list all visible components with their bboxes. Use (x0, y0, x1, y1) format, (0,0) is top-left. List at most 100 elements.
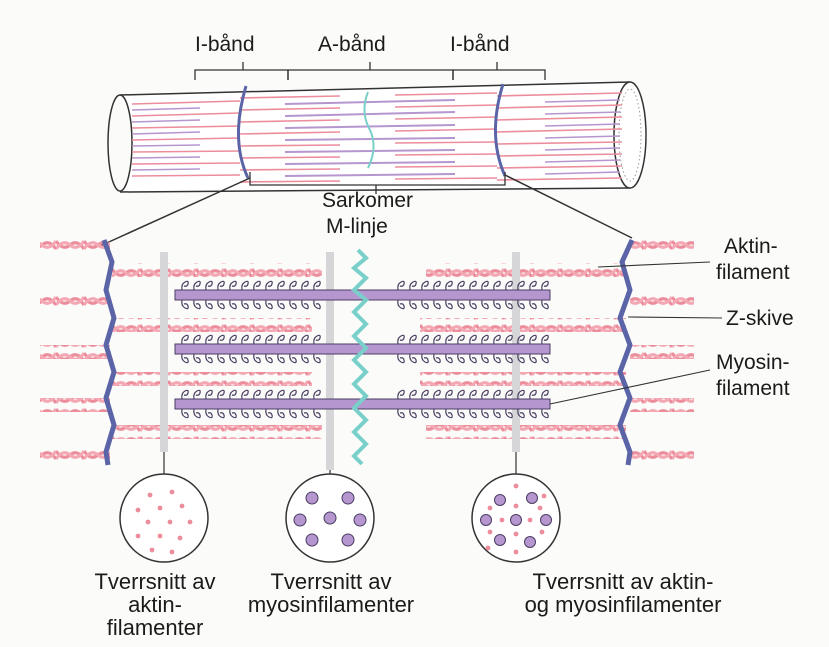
myosin-head (278, 281, 284, 290)
myosin-head (230, 335, 236, 344)
myosin-head (242, 300, 248, 309)
myosin-head (278, 335, 284, 344)
myosin-head (398, 354, 404, 363)
guide-bar-middle (326, 252, 334, 470)
myosin-head (290, 281, 296, 290)
caption-line: Tverrsnitt av (226, 570, 436, 593)
myosin-head (218, 300, 224, 309)
myosin-head (278, 354, 284, 363)
myosin-head (290, 300, 296, 309)
myosin-head (242, 409, 248, 418)
myosin-head (182, 390, 188, 399)
myosin-head (434, 335, 440, 344)
myosin-head (410, 354, 416, 363)
myosin-head (530, 409, 536, 418)
myosin-head (542, 335, 548, 344)
actin-filament (420, 372, 626, 386)
myosin-head (182, 281, 188, 290)
cross-section-myosin (286, 474, 374, 562)
myosin-head (398, 390, 404, 399)
myosin-head (458, 281, 464, 290)
a-band-label: A-bånd (318, 34, 386, 56)
myosin-head (458, 300, 464, 309)
myosin-head (254, 354, 260, 363)
actin-filament (630, 238, 694, 252)
myosin-head (494, 354, 500, 363)
myosin-head (194, 390, 200, 399)
myosin-head (458, 354, 464, 363)
myosin-head (542, 281, 548, 290)
actin-filament (112, 425, 322, 439)
myosin-head (218, 281, 224, 290)
myosin-head (206, 300, 212, 309)
actin-filament (112, 372, 312, 386)
myosin-label-line2: filament (716, 378, 790, 400)
myosin-head (302, 409, 308, 418)
myosin-head (314, 281, 320, 290)
sarcomere-label: Sarkomer (322, 190, 413, 212)
cross-section-actin-myosin (472, 474, 560, 562)
myosin-head (206, 409, 212, 418)
actin-filament (630, 292, 694, 306)
myosin-head (398, 409, 404, 418)
myosin-head (542, 390, 548, 399)
myosin-head (434, 281, 440, 290)
actin-filament (40, 398, 110, 412)
myosin-head (422, 281, 428, 290)
myosin-head (470, 354, 476, 363)
myosin-head (446, 354, 452, 363)
myosin-head (266, 390, 272, 399)
actin-filament (426, 425, 626, 439)
actin-filament (630, 345, 694, 359)
myosin-head (206, 281, 212, 290)
myosin-head (494, 409, 500, 418)
myosin-head (542, 409, 548, 418)
myosin-head (182, 409, 188, 418)
myosin-head (422, 335, 428, 344)
myosin-head (470, 281, 476, 290)
myosin-head (482, 409, 488, 418)
myosin-head (434, 409, 440, 418)
myosin-head (254, 300, 260, 309)
myosin-head (194, 300, 200, 309)
myosin-head (470, 300, 476, 309)
myosin-head (302, 335, 308, 344)
myosin-head (290, 409, 296, 418)
myosin-head (458, 335, 464, 344)
myosin-head (230, 390, 236, 399)
myosin-head (542, 300, 548, 309)
myosin-head (314, 300, 320, 309)
myosin-head (218, 409, 224, 418)
myosin-head (278, 390, 284, 399)
myosin-head (314, 409, 320, 418)
myosin-head (314, 335, 320, 344)
myosin-head (434, 300, 440, 309)
myosin-head (302, 281, 308, 290)
myosin-head (422, 409, 428, 418)
myosin-head (194, 354, 200, 363)
actin-label-line2: filament (716, 262, 790, 284)
myosin-head (278, 409, 284, 418)
myosin-head (182, 354, 188, 363)
myosin-head (242, 281, 248, 290)
caption-line: filamenter (30, 616, 280, 639)
myosin-head (530, 335, 536, 344)
actin-filament (40, 238, 110, 252)
myosin-head (446, 390, 452, 399)
myosin-head (266, 335, 272, 344)
myosin-head (230, 409, 236, 418)
myosin-head (458, 409, 464, 418)
myosin-head (266, 354, 272, 363)
myosin-head (542, 354, 548, 363)
myosin-head (410, 335, 416, 344)
cross-section-guides (160, 252, 520, 478)
myosin-head (254, 335, 260, 344)
myosin-head (242, 335, 248, 344)
actin-filament (40, 292, 110, 306)
myosin-head (218, 354, 224, 363)
myosin-head (446, 281, 452, 290)
i-band-right-label: I-bånd (450, 34, 510, 56)
m-line (354, 250, 366, 464)
myosin-head (302, 300, 308, 309)
